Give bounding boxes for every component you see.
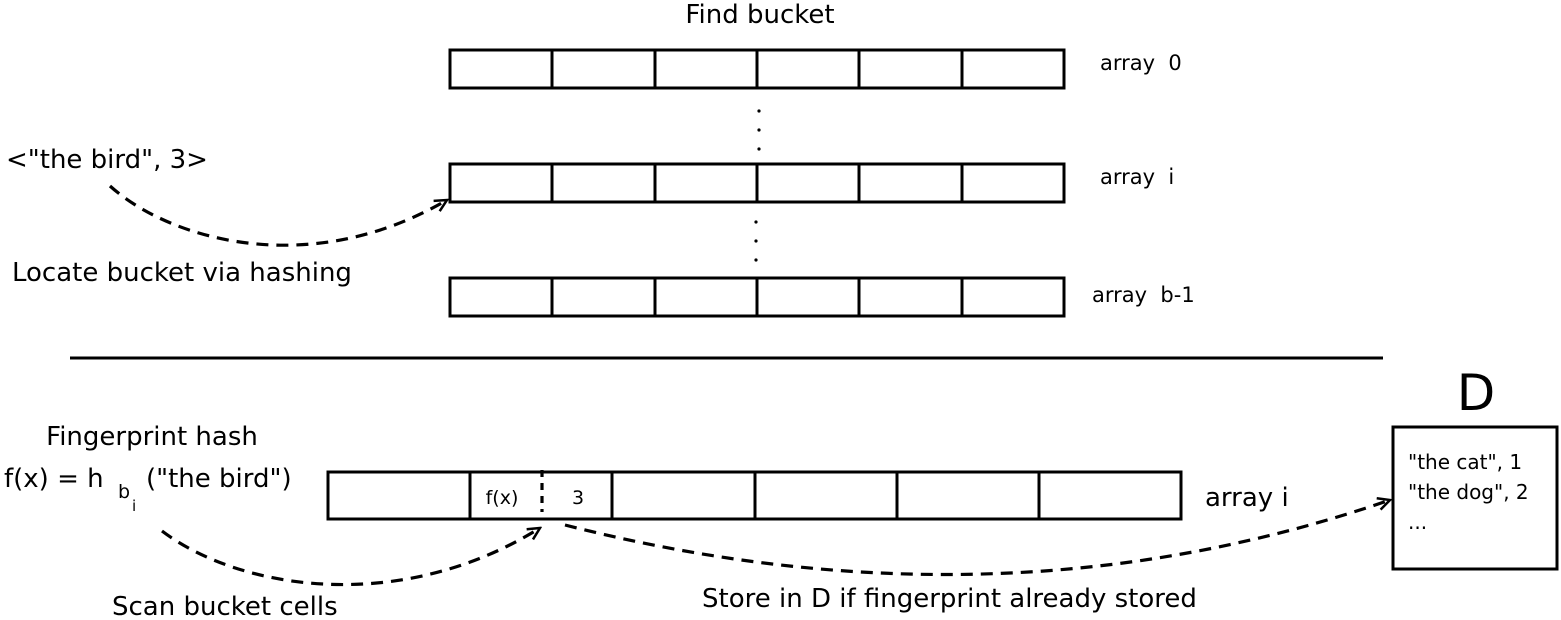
- locate-bucket-arrow: [108, 184, 447, 247]
- dictionary-entry-3: ...: [1408, 510, 1427, 534]
- scan-bucket-caption: Scan bucket cells: [112, 592, 338, 620]
- cell-fingerprint: f(x): [486, 487, 519, 509]
- svg-text:f(x) = h: f(x) = h: [4, 464, 104, 494]
- ellipsis-dots-lower: [754, 220, 758, 262]
- array-label-i: array i: [1100, 165, 1174, 189]
- fingerprint-title: Fingerprint hash: [46, 422, 258, 452]
- fingerprint-formula: f(x) = h b i ("the bird"): [4, 464, 292, 515]
- find-bucket-title: Find bucket: [685, 0, 834, 30]
- dictionary-entry-2: "the dog", 2: [1408, 480, 1529, 504]
- locate-bucket-caption: Locate bucket via hashing: [12, 258, 352, 288]
- bucket-array-0: [448, 48, 1066, 90]
- key-value-pair: <"the bird", 3>: [6, 145, 208, 175]
- array-label-0: array 0: [1100, 51, 1182, 75]
- svg-text:b: b: [118, 481, 130, 503]
- dictionary-entry-1: "the cat", 1: [1408, 450, 1522, 474]
- bucket-array-b-minus-1: [448, 276, 1066, 318]
- cell-count: 3: [572, 487, 584, 509]
- array-label-b-minus-1: array b-1: [1092, 283, 1195, 307]
- store-arrow: [564, 500, 1390, 577]
- bucket-array-i: [448, 162, 1066, 204]
- ellipsis-dots-upper: [757, 109, 761, 151]
- svg-text:i: i: [132, 497, 136, 515]
- scan-bucket-arrow: [161, 528, 540, 587]
- store-caption: Store in D if fingerprint already stored: [702, 584, 1197, 614]
- dictionary-title: D: [1457, 364, 1496, 422]
- svg-text:("the bird"): ("the bird"): [146, 464, 292, 494]
- dictionary-box: [1391, 425, 1559, 571]
- detail-array-label: array i: [1205, 483, 1289, 513]
- bucket-array-detail: [326, 470, 1183, 521]
